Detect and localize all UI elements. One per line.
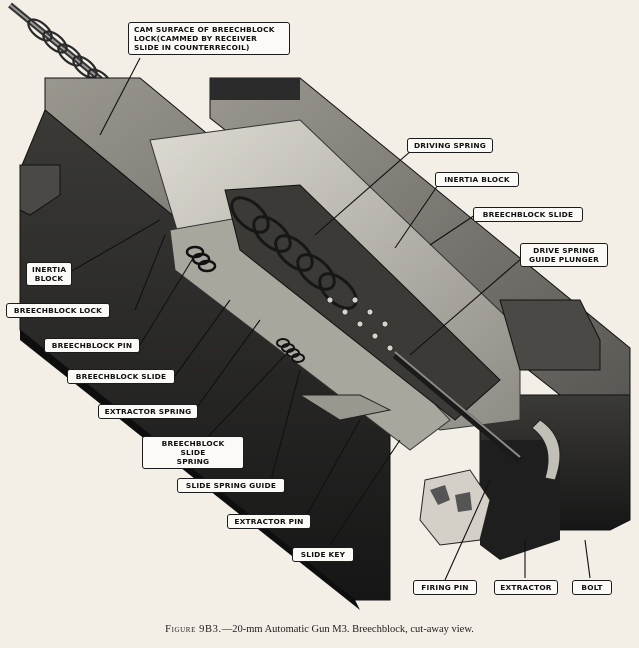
figure-caption: Figure 9B3.—20-mm Automatic Gun M3. Bree… bbox=[0, 624, 639, 635]
label-breechblock-slide-right: BREECHBLOCK SLIDE bbox=[473, 207, 583, 222]
label-drive-spring-guide-plunger: DRIVE SPRING GUIDE PLUNGER bbox=[520, 243, 608, 267]
label-inertia-block-right: INERTIA BLOCK bbox=[435, 172, 519, 187]
label-extractor-pin: EXTRACTOR PIN bbox=[227, 514, 311, 529]
label-breechblock-slide-left: BREECHBLOCK SLIDE bbox=[67, 369, 175, 384]
label-firing-pin: FIRING PIN bbox=[413, 580, 477, 595]
caption-dash: — bbox=[221, 624, 233, 635]
figure-number: Figure 9B3. bbox=[165, 624, 222, 635]
label-driving-spring: DRIVING SPRING bbox=[407, 138, 493, 153]
label-breechblock-slide-spring: BREECHBLOCK SLIDE SPRING bbox=[142, 436, 244, 469]
label-extractor: EXTRACTOR bbox=[494, 580, 558, 595]
label-breechblock-lock: BREECHBLOCK LOCK bbox=[6, 303, 110, 318]
label-bolt: BOLT bbox=[572, 580, 612, 595]
caption-text: 20-mm Automatic Gun M3. Breechblock, cut… bbox=[232, 624, 474, 635]
label-slide-spring-guide: SLIDE SPRING GUIDE bbox=[177, 478, 285, 493]
label-slide-key: SLIDE KEY bbox=[292, 547, 354, 562]
leader-lines bbox=[69, 57, 591, 581]
label-inertia-block-left: INERTIA BLOCK bbox=[26, 262, 72, 286]
label-cam-surface: CAM SURFACE OF BREECHBLOCK LOCK(CAMMED B… bbox=[128, 22, 290, 55]
receiver-body bbox=[19, 77, 631, 610]
label-extractor-spring: EXTRACTOR SPRING bbox=[98, 404, 198, 419]
label-breechblock-pin: BREECHBLOCK PIN bbox=[44, 338, 140, 353]
